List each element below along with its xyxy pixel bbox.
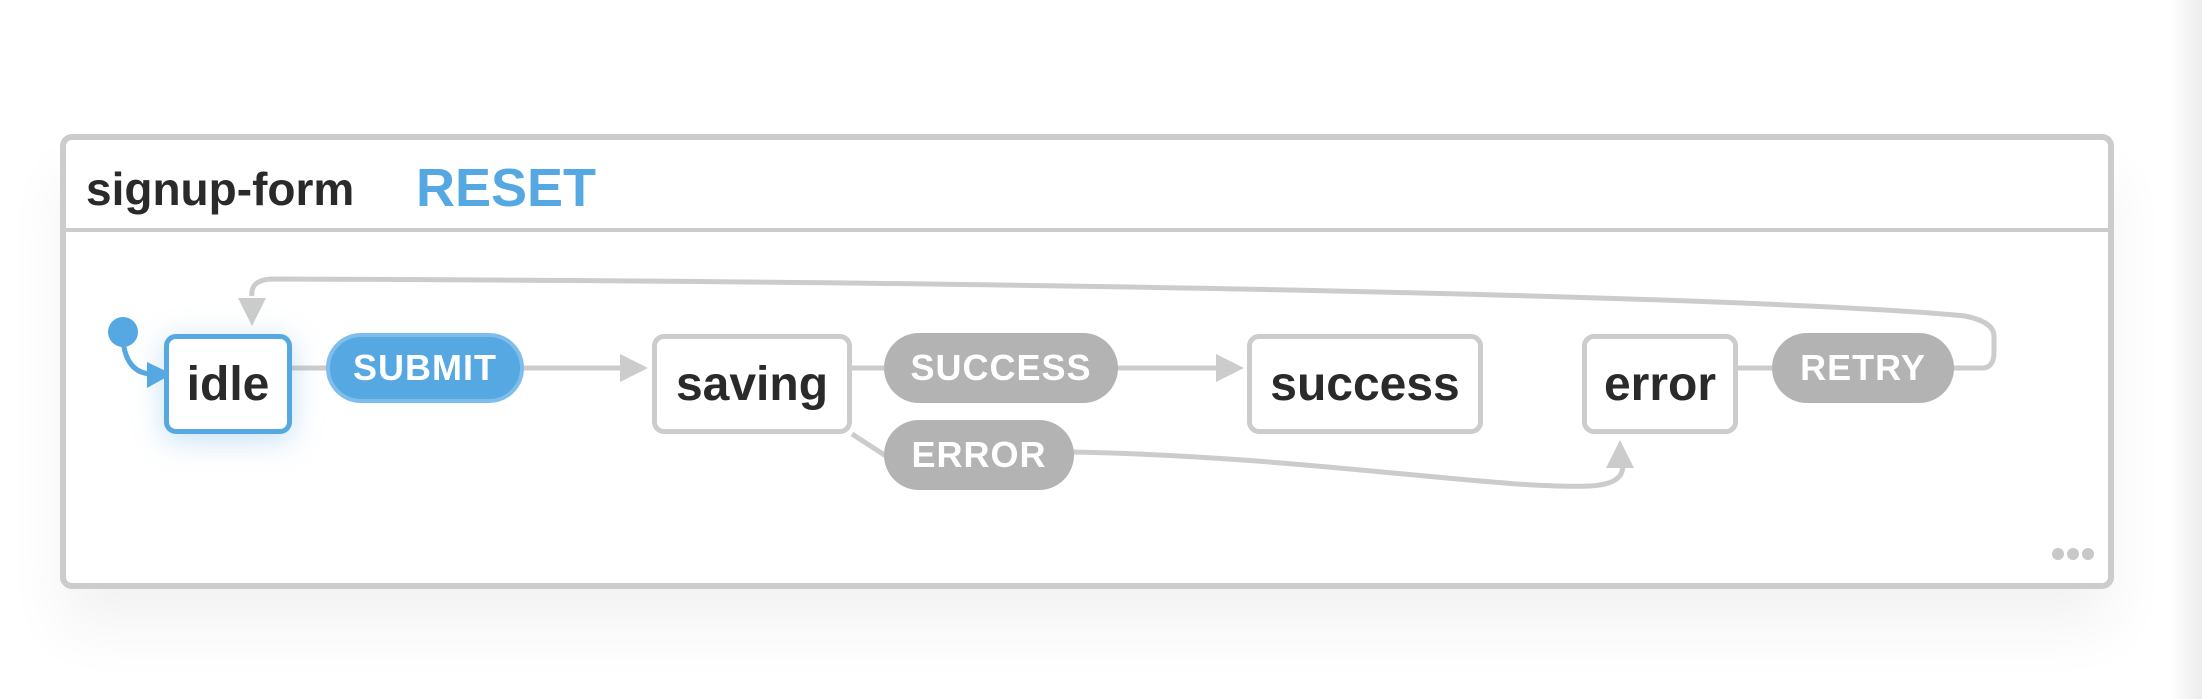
machine-title: signup-form: [86, 163, 355, 215]
initial-state-dot-icon: [108, 317, 138, 347]
event-error-button[interactable]: ERROR: [884, 420, 1074, 490]
state-success[interactable]: success: [1247, 334, 1483, 434]
edge-saving-error-event: [850, 431, 888, 459]
state-saving[interactable]: saving: [652, 334, 852, 434]
reset-button[interactable]: RESET: [416, 158, 597, 218]
event-submit-button[interactable]: SUBMIT: [326, 333, 524, 403]
state-saving-label: saving: [675, 357, 829, 411]
arrowhead-error: [1606, 440, 1634, 468]
arrowhead-idle: [238, 298, 266, 326]
state-error-label: error: [1603, 357, 1717, 411]
initial-transition-edge: [120, 339, 151, 377]
state-idle[interactable]: idle: [164, 334, 292, 434]
scroll-shade: [2170, 0, 2202, 699]
event-success-button[interactable]: SUCCESS: [884, 333, 1118, 403]
edge-retry-idle: [249, 276, 1997, 371]
machine-header: signup-form RESET: [66, 140, 2108, 232]
arrowhead-success: [1216, 354, 1244, 382]
event-retry-button[interactable]: RETRY: [1772, 333, 1954, 403]
edge-error-event-error: [1071, 449, 1626, 489]
arrowhead-saving: [620, 354, 648, 382]
initial-arrowhead: [147, 362, 172, 388]
more-dots-icon[interactable]: [2052, 547, 2098, 561]
state-error[interactable]: error: [1582, 334, 1738, 434]
state-success-label: success: [1270, 357, 1460, 411]
state-idle-label: idle: [186, 357, 270, 411]
